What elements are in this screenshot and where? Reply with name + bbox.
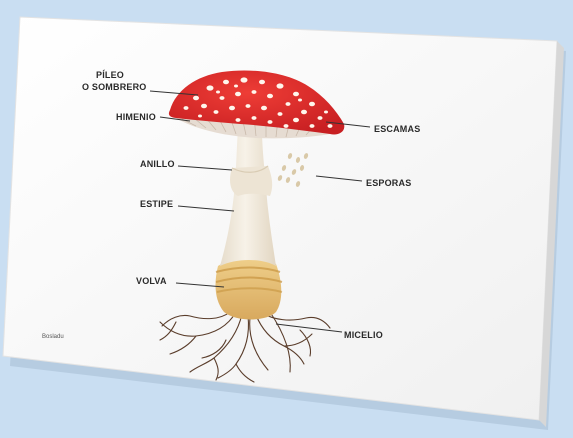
cap-spot (284, 124, 289, 128)
cap-spot (229, 106, 235, 111)
cap-spot (201, 104, 207, 109)
cap-spot (293, 92, 299, 97)
cap-spot (318, 116, 323, 120)
cap-spot (328, 124, 333, 128)
cap-spot (216, 91, 220, 94)
cap-spot (252, 90, 257, 94)
cap-spot (220, 96, 225, 100)
watermark-logo: Bosladu (42, 334, 64, 340)
volva-shape (216, 258, 282, 319)
cap-spot (309, 102, 315, 107)
cap-spot (261, 106, 267, 111)
label-esporas: ESPORAS (366, 178, 411, 188)
cap-spot (184, 106, 189, 110)
cap-spot (246, 104, 251, 108)
cap-spot (293, 118, 299, 123)
label-pileo: PÍLEO (96, 70, 124, 80)
cap-spot (223, 80, 229, 85)
cap-spot (301, 110, 307, 115)
label-estipe: ESTIPE (140, 199, 173, 209)
cap-spot (193, 96, 199, 101)
label-micelio: MICELIO (344, 330, 383, 340)
cap-spot (324, 111, 328, 114)
cap-spot (286, 102, 291, 106)
cap-spot (235, 92, 241, 97)
cap-spot (278, 112, 283, 116)
cap-spot (234, 85, 238, 88)
cap-spot (252, 116, 257, 120)
cap-spot (207, 85, 214, 90)
cap-spot (259, 80, 265, 85)
label-himenio: HIMENIO (116, 112, 156, 122)
label-escamas: ESCAMAS (374, 124, 420, 134)
cap-spot (268, 120, 273, 124)
cap-spot (236, 118, 241, 122)
label-sombrero: O SOMBRERO (82, 82, 147, 92)
cap-spot (267, 94, 273, 99)
cap-spot (310, 124, 315, 128)
cap-spot (241, 77, 248, 82)
label-anillo: ANILLO (140, 159, 175, 169)
cap-spot (214, 110, 219, 114)
cap-spot (198, 115, 202, 118)
label-volva: VOLVA (136, 276, 167, 286)
cap-spot (277, 83, 284, 88)
cap-spot (298, 99, 302, 102)
